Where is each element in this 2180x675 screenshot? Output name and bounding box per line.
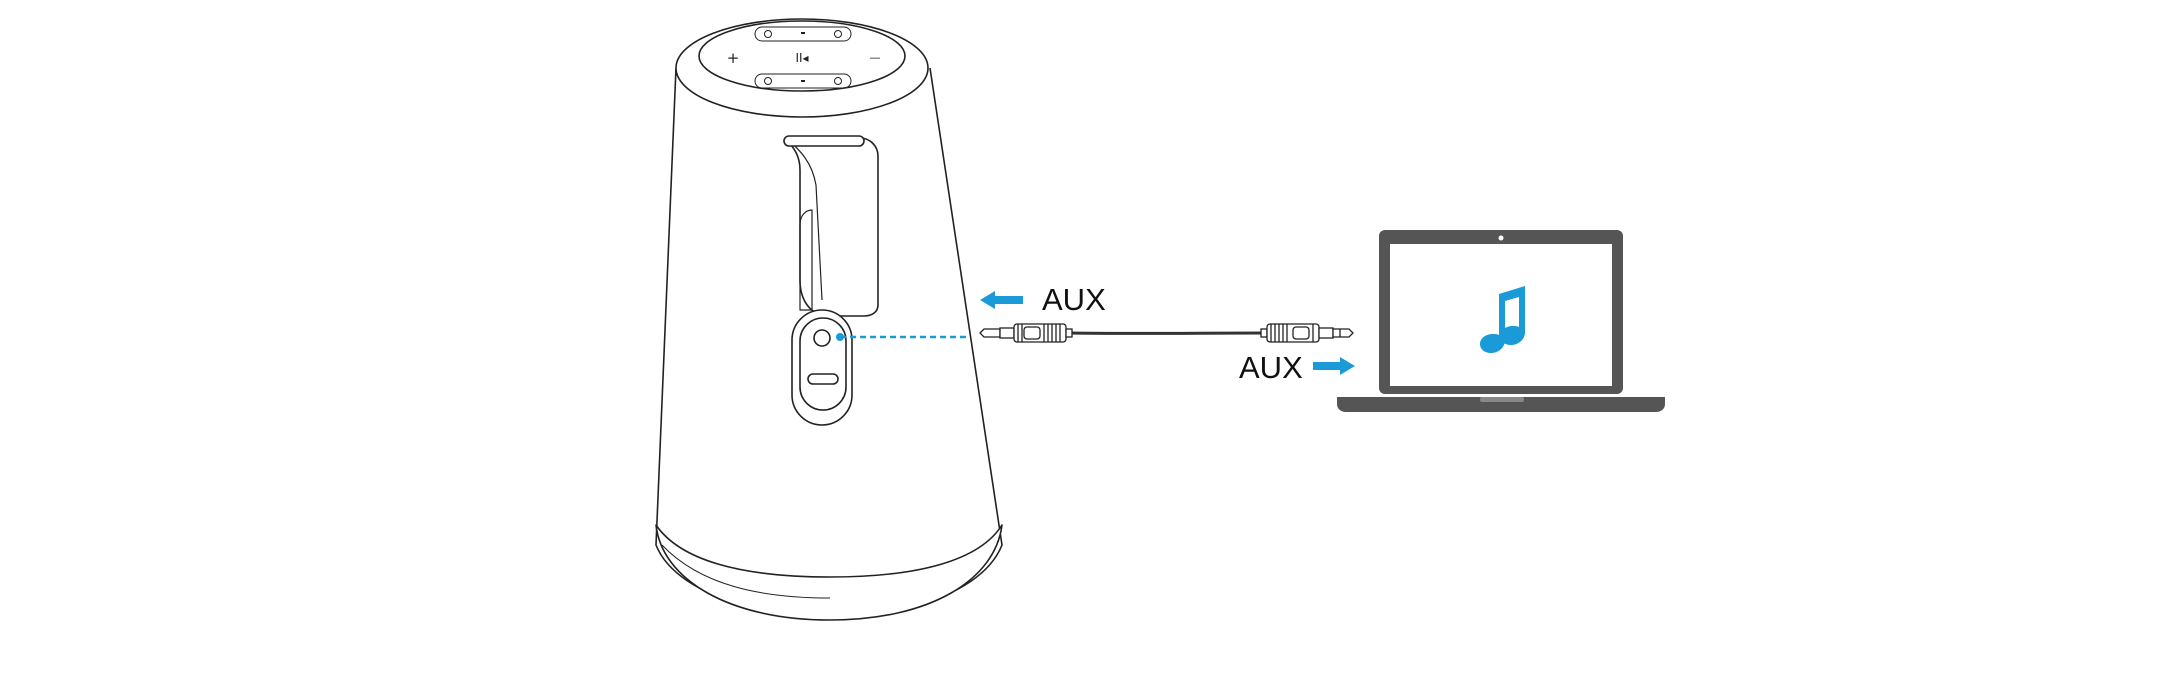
control-panel	[698, 20, 906, 92]
usb-c-port	[807, 373, 839, 385]
camera-dot	[1498, 235, 1504, 241]
arrow-right-icon	[1313, 357, 1355, 375]
arrow-left-icon	[980, 291, 1023, 309]
port-cover	[791, 309, 853, 426]
strap-underside	[799, 209, 813, 311]
aux-output-label: AUX	[1239, 350, 1303, 385]
speaker-icon	[655, 18, 1003, 621]
bottom-button-row	[754, 73, 852, 89]
volume-down-icon: —	[870, 51, 881, 64]
laptop-icon	[1337, 230, 1665, 412]
strap	[785, 137, 879, 317]
port-panel	[799, 317, 847, 411]
party-icon	[764, 77, 772, 85]
left-plug	[979, 323, 1073, 343]
volume-up-icon: +	[727, 49, 740, 67]
port-marker	[836, 333, 844, 341]
aux-input-label: AUX	[1042, 282, 1106, 317]
music-note-icon	[1480, 286, 1525, 353]
speaker-top-cap	[675, 18, 929, 118]
trackpad-notch	[1480, 397, 1524, 402]
right-plug	[1260, 323, 1354, 343]
light-icon	[834, 30, 842, 38]
top-button-row	[754, 26, 852, 42]
aux-port	[813, 329, 831, 347]
power-icon	[834, 77, 842, 85]
play-pause-icon: II◂	[795, 51, 808, 65]
aux-cable-icon	[979, 323, 1354, 343]
speaker-base	[655, 524, 1003, 621]
laptop-base	[1337, 397, 1665, 412]
bluetooth-icon	[764, 30, 772, 38]
speaker-controls: II◂ + —	[727, 26, 881, 89]
